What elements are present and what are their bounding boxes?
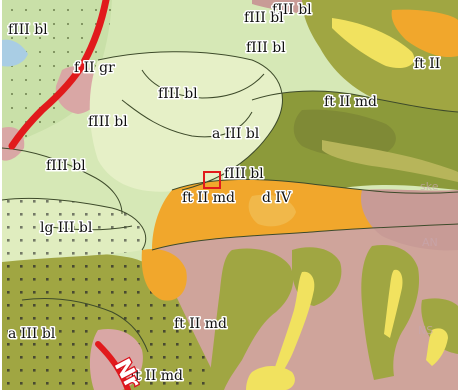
map-label: fIII bl bbox=[8, 22, 48, 38]
map-label: fIII bl bbox=[158, 86, 198, 102]
region-orange-patch-left bbox=[141, 248, 187, 301]
study-site-marker-icon[interactable] bbox=[203, 171, 221, 189]
region-orange-topright bbox=[391, 9, 458, 58]
map-label: ft II md bbox=[174, 316, 227, 332]
faint-text-1: ske bbox=[420, 180, 439, 193]
road-main bbox=[8, 0, 110, 150]
faint-text-3: NS bbox=[418, 324, 433, 337]
map-label: lg III bl bbox=[40, 220, 93, 236]
faint-text-2: AN bbox=[422, 236, 438, 249]
region-yellow-streak-2 bbox=[384, 269, 403, 338]
region-olive-central-dark bbox=[293, 109, 396, 158]
map-label: ft II md bbox=[182, 190, 235, 206]
map-label: fIII bl bbox=[246, 40, 286, 56]
map-label: fIII bl bbox=[272, 2, 312, 18]
map-label: ft II md bbox=[130, 368, 183, 384]
map-label: fIII bl bbox=[88, 114, 128, 130]
map-label: f II gr bbox=[74, 60, 115, 76]
region-yellow-streak-4 bbox=[426, 328, 448, 366]
region-yellow-topright bbox=[332, 18, 415, 69]
map-label: ft II bbox=[414, 56, 440, 72]
region-pale-valley bbox=[89, 51, 283, 192]
region-olive-tongue-1 bbox=[208, 248, 294, 390]
region-yellow-streak-3 bbox=[246, 366, 295, 390]
region-olive-streaks bbox=[322, 140, 458, 182]
map-label: a III bl bbox=[8, 326, 56, 342]
region-olive-tongue-4 bbox=[421, 298, 458, 354]
map-label: fIII bl bbox=[244, 10, 284, 26]
road-secondary bbox=[95, 341, 131, 390]
map-label: d IV bbox=[262, 190, 292, 206]
region-upland-left-dots bbox=[2, 0, 112, 148]
region-pink-bottom bbox=[89, 328, 143, 390]
boundary-lines bbox=[2, 51, 458, 353]
map-label-marker: fIII bl bbox=[224, 166, 264, 182]
map-label: fIII bl bbox=[46, 158, 86, 174]
map-label: ft II md bbox=[324, 94, 377, 110]
region-mauve-right bbox=[360, 189, 458, 251]
water-patch bbox=[2, 39, 28, 67]
map-label: a III bl bbox=[212, 126, 260, 142]
region-yellow-streak-1 bbox=[274, 271, 315, 376]
region-pale-lowland-dots bbox=[2, 198, 146, 262]
region-orange-patch-mid bbox=[248, 194, 296, 227]
